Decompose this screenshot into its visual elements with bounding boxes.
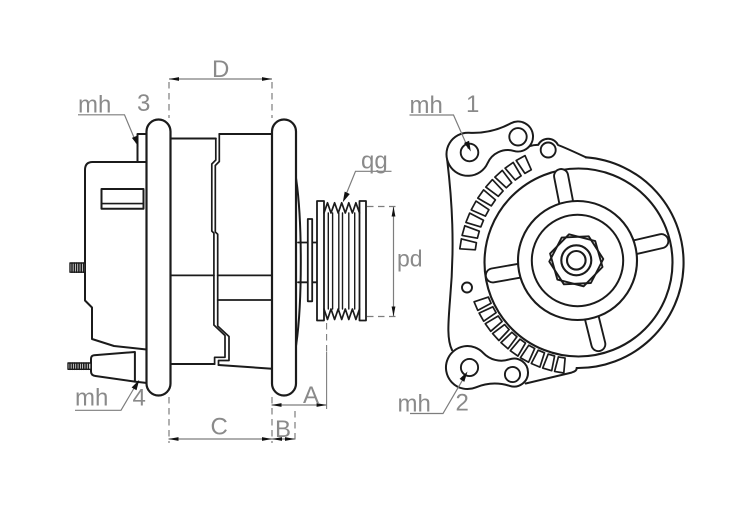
svg-text:mh: mh bbox=[398, 391, 431, 418]
svg-text:2: 2 bbox=[456, 390, 469, 417]
svg-text:mh: mh bbox=[75, 385, 108, 412]
svg-text:D: D bbox=[212, 56, 229, 83]
svg-text:mh: mh bbox=[410, 92, 443, 119]
svg-text:C: C bbox=[211, 414, 228, 441]
svg-text:A: A bbox=[303, 382, 319, 409]
svg-text:qg: qg bbox=[361, 148, 388, 175]
svg-text:1: 1 bbox=[466, 91, 479, 118]
svg-text:pd: pd bbox=[397, 246, 423, 272]
svg-text:mh: mh bbox=[78, 92, 111, 119]
svg-text:B: B bbox=[275, 416, 291, 443]
svg-text:3: 3 bbox=[137, 90, 150, 117]
svg-text:4: 4 bbox=[133, 385, 146, 412]
